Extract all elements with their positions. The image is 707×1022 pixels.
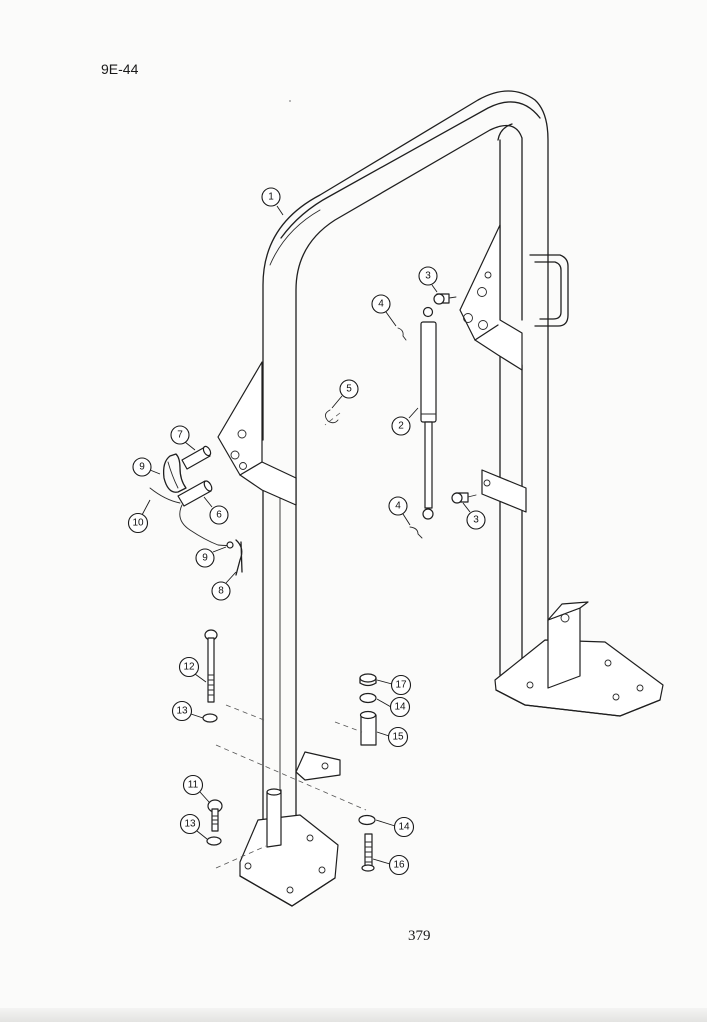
svg-text:8: 8	[218, 586, 224, 597]
callout-10: 10	[127, 499, 151, 534]
svg-text:7: 7	[177, 430, 183, 441]
callout-1: 1	[261, 187, 284, 216]
pin-d-handle-inner	[167, 461, 179, 489]
nut	[359, 673, 377, 687]
svg-text:3: 3	[473, 515, 479, 526]
right-base-foot	[494, 601, 664, 717]
spacer-tube	[359, 710, 377, 746]
rollbar-frame	[262, 90, 549, 841]
pivot-pin-upper	[181, 445, 212, 470]
svg-text:3: 3	[425, 271, 431, 282]
callout-17: 17	[376, 674, 412, 696]
bolt-base	[361, 833, 375, 872]
svg-text:9: 9	[202, 553, 208, 564]
lynch-pin	[235, 539, 243, 576]
grab-handle	[529, 254, 569, 327]
svg-text:2: 2	[398, 421, 404, 432]
callout-14-lower: 14	[375, 816, 415, 838]
svg-text:4: 4	[395, 501, 401, 512]
left-base-foot	[239, 751, 341, 907]
page-number: 379	[408, 928, 431, 944]
callout-3-upper: 3	[418, 266, 438, 293]
ball-stud-upper	[433, 293, 457, 305]
svg-text:6: 6	[216, 510, 222, 521]
svg-text:16: 16	[393, 860, 405, 871]
assembly-guide-lines	[215, 100, 367, 869]
callout-8: 8	[211, 571, 237, 601]
callout-4-lower: 4	[388, 496, 411, 526]
scan-border	[0, 1008, 707, 1022]
callout-3-lower: 3	[462, 502, 486, 530]
retaining-clip-lower	[409, 526, 423, 539]
callout-13-upper: 13	[171, 700, 204, 722]
callout-9-lower: 9	[195, 546, 227, 568]
svg-text:13: 13	[176, 706, 188, 717]
svg-text:12: 12	[183, 662, 195, 673]
pin-d-handle	[162, 453, 187, 493]
svg-text:14: 14	[394, 702, 406, 713]
svg-text:4: 4	[378, 299, 384, 310]
flat-washer-lower	[358, 814, 376, 826]
left-pivot-bracket	[217, 361, 297, 506]
svg-text:13: 13	[184, 819, 196, 830]
lock-washer-lower	[206, 836, 222, 846]
svg-text:15: 15	[392, 732, 404, 743]
lanyard-crimp	[226, 541, 234, 549]
callouts: 1 2 3 3 4	[127, 187, 486, 876]
svg-text:10: 10	[132, 518, 144, 529]
callout-11: 11	[182, 774, 210, 803]
strut-lower-mount	[481, 469, 527, 513]
callout-13-lower: 13	[179, 813, 208, 840]
bolt-long	[204, 629, 218, 703]
right-pivot-bracket	[459, 224, 523, 371]
callout-5: 5	[331, 379, 359, 409]
callout-9-upper: 9	[132, 457, 161, 477]
callout-4-upper: 4	[371, 294, 397, 327]
svg-text:1: 1	[268, 192, 274, 203]
callout-14-upper: 14	[376, 696, 411, 718]
callout-6: 6	[203, 496, 229, 525]
callout-12: 12	[178, 656, 207, 683]
callout-16: 16	[372, 854, 410, 876]
snap-ring	[325, 409, 339, 424]
callout-7: 7	[170, 425, 196, 451]
retaining-clip-upper	[397, 327, 407, 341]
bolt-short	[207, 799, 223, 832]
figure-code: 9E-44	[101, 61, 139, 77]
callout-2: 2	[391, 407, 419, 436]
lock-washer-upper	[202, 713, 218, 723]
svg-text:11: 11	[188, 780, 199, 791]
svg-text:5: 5	[346, 384, 352, 395]
svg-text:14: 14	[398, 822, 410, 833]
svg-text:17: 17	[395, 680, 407, 691]
callout-15: 15	[376, 726, 409, 748]
ball-stud-lower	[451, 492, 477, 504]
pivot-pin-lower	[177, 480, 213, 507]
gas-strut	[420, 306, 437, 520]
flat-washer-upper	[359, 692, 377, 704]
svg-text:9: 9	[139, 462, 145, 473]
